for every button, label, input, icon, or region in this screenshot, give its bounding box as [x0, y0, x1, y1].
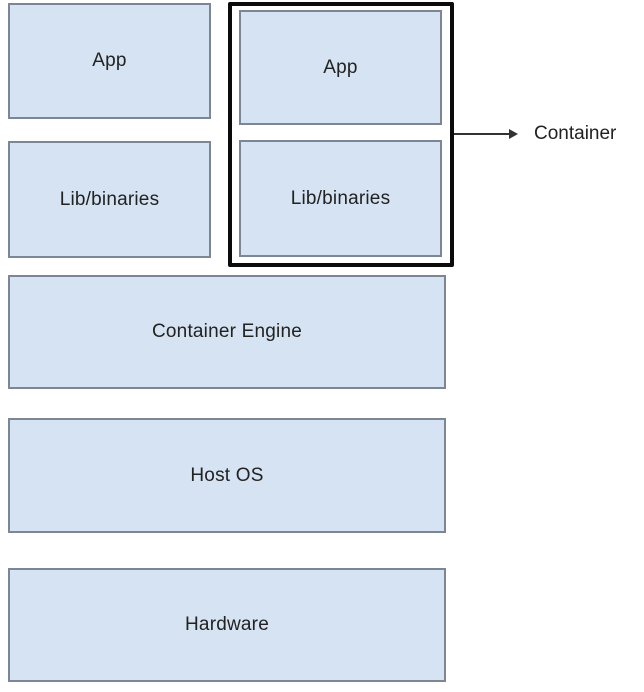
- container-outline: App Lib/binaries: [228, 2, 454, 267]
- app-box-container-label: App: [323, 56, 358, 78]
- lib-binaries-box-left-label: Lib/binaries: [59, 188, 160, 210]
- app-box-left: App: [8, 3, 211, 119]
- container-arrow-head-icon: [509, 129, 518, 139]
- container-arrow-line: [454, 133, 510, 135]
- lib-binaries-box-container: Lib/binaries: [239, 140, 442, 257]
- layer-container-engine: Container Engine: [8, 275, 446, 389]
- lib-binaries-box-left: Lib/binaries: [8, 141, 211, 258]
- app-box-left-label: App: [92, 50, 127, 71]
- app-box-container: App: [239, 10, 442, 125]
- lib-binaries-box-container-label: Lib/binaries: [290, 187, 391, 209]
- container-annotation-label: Container: [534, 123, 617, 144]
- layer-container-engine-label: Container Engine: [151, 321, 303, 342]
- layer-host-os-label: Host OS: [190, 464, 264, 486]
- layer-hardware-label: Hardware: [185, 614, 269, 635]
- layer-hardware: Hardware: [8, 568, 446, 682]
- layer-host-os: Host OS: [8, 418, 446, 533]
